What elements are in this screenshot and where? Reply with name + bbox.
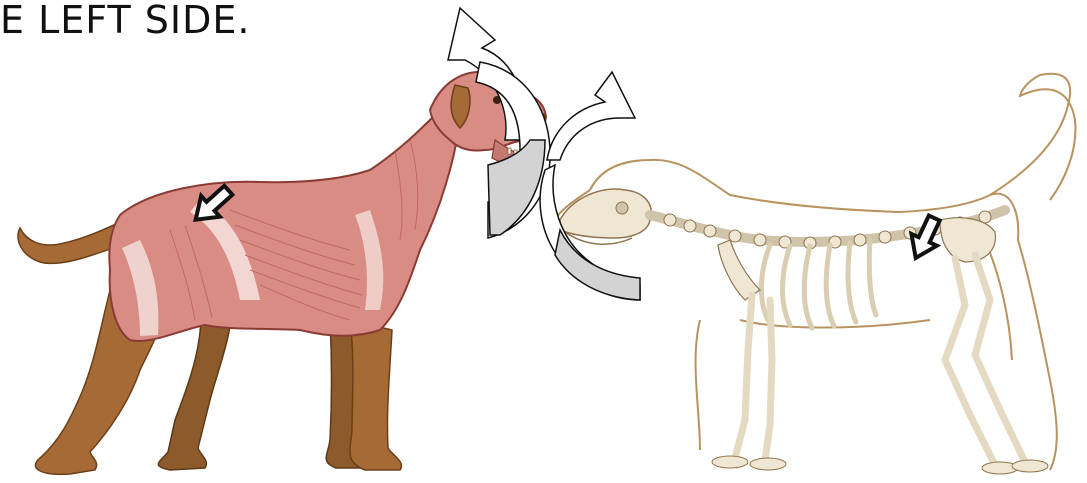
skull	[560, 189, 651, 238]
tail-outline	[990, 74, 1075, 200]
dog-front-leg-near	[350, 320, 402, 470]
curved-rotate-arrow-icon	[540, 72, 640, 300]
paws	[712, 456, 1048, 474]
hind-leg-bones	[945, 255, 1025, 465]
muscle-dog-figure	[18, 72, 548, 474]
scapula	[718, 240, 760, 300]
skull-orbit	[616, 202, 628, 214]
skeleton-dog-figure	[555, 74, 1075, 474]
pelvis	[940, 218, 995, 262]
dog-torso	[109, 110, 460, 341]
rib-cage	[761, 241, 876, 328]
